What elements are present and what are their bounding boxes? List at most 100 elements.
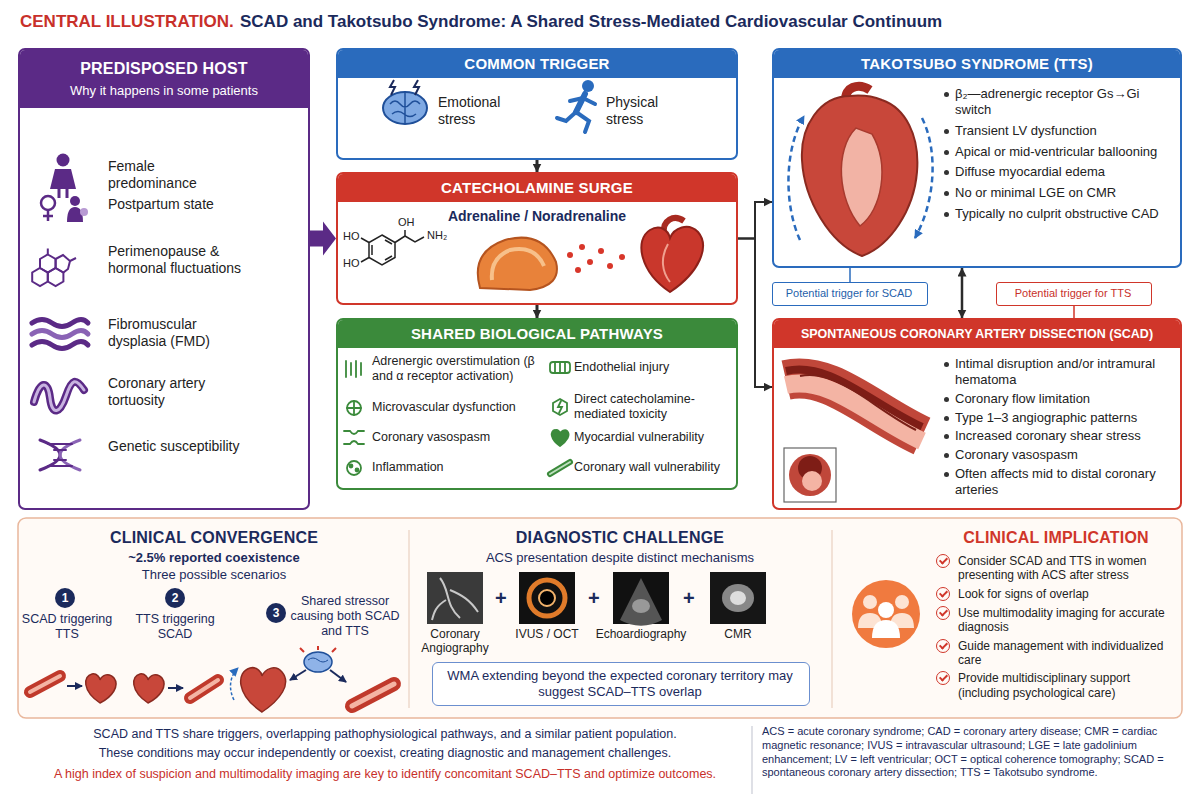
care-team-icon [852, 580, 920, 648]
panel-heading: DIAGNOSTIC CHALLENGE [412, 528, 828, 547]
text-group: ~2.5% reported coexistence [22, 550, 406, 566]
adrenal-gland [575, 267, 581, 273]
figure-label: CENTRAL ILLUSTRATION. [20, 12, 234, 32]
label-text: Coronary wall vulnerability [574, 460, 734, 475]
text-group: Potential trigger for TTS [997, 287, 1149, 300]
pathway-icon [346, 361, 361, 377]
risk-factor: Female predominance [108, 158, 248, 192]
text-group: CLINICAL CONVERGENCE [22, 528, 406, 547]
takotsubo-heart [915, 118, 933, 238]
adrenal-gland [492, 249, 544, 280]
text-group: CMR [700, 628, 776, 642]
text-group: Potential trigger for SCAD [773, 287, 925, 300]
scenario-drawing [86, 674, 116, 703]
scenario-drawing [190, 680, 218, 698]
pathway-icon [550, 462, 570, 474]
text-group: Genetic susceptibility [108, 438, 246, 455]
text-group: Emotional stress [438, 94, 522, 128]
risk-factor: Perimenopause & hormonal fluctuations [108, 243, 248, 277]
bullet-item: No or minimal LGE on CMR [942, 185, 1176, 201]
dissected-artery [802, 471, 822, 491]
bullet-item: Intimal disruption and/or intramural hem… [942, 356, 1176, 388]
implication-section: CLINICAL IMPLICATIONConsider SCAD and TT… [836, 522, 1180, 714]
connector-arrow [849, 268, 851, 282]
label-text: Adrenergic overstimulation (β and α rece… [372, 354, 544, 384]
risk-icon [70, 196, 80, 206]
text-group: β₂—adrenergic receptor Gs→Gi switchTrans… [942, 86, 1176, 222]
pathway-icon [552, 430, 569, 446]
runner-icon [557, 112, 589, 132]
text-group: Physical stress [606, 94, 686, 128]
risk-icon [34, 382, 84, 411]
abbreviation-list: ACS = acute coronary syndrome; CAD = cor… [762, 725, 1178, 780]
label-text: Three possible scenarios [22, 567, 406, 583]
text-group: Why it happens in some patients [20, 83, 308, 99]
imaging-thumbnail [432, 578, 478, 620]
label-text: Coronary Angiography [415, 628, 495, 656]
scenario-drawing [30, 676, 60, 692]
molecule-drawing [369, 235, 395, 265]
runner-icon [557, 80, 595, 132]
figure-title: SCAD and Takotsubo Syndrome: A Shared St… [240, 12, 1185, 32]
label-text: Inflammation [372, 460, 544, 475]
care-team-icon [878, 602, 894, 618]
risk-icon [32, 320, 88, 327]
checklist-item: Look for signs of overlap [936, 587, 1176, 602]
risk-icon [59, 189, 67, 198]
brain-icon [390, 92, 420, 124]
pathway-icon [347, 461, 361, 475]
text-group: Endothelial injury [574, 360, 734, 375]
risk-icon [41, 196, 55, 210]
imaging-thumbnail [722, 584, 754, 612]
scenario-drawing [168, 687, 183, 689]
label-text: Postpartum state [108, 196, 246, 213]
scenario-drawing [352, 684, 394, 706]
connector-arrow [1073, 306, 1075, 318]
label-text: Potential trigger for TTS [997, 287, 1149, 300]
molecule-drawing [361, 230, 424, 265]
risk-icon [32, 249, 76, 287]
label-text: IVUS / OCT [509, 628, 585, 642]
text-group: PREDISPOSED HOST [20, 59, 308, 79]
scenario-drawing [30, 646, 394, 712]
scenario-drawing [241, 668, 286, 712]
adrenal-gland [598, 248, 604, 254]
scenario-drawing [300, 646, 336, 652]
text-group: CLINICAL IMPLICATION [936, 528, 1176, 547]
text-group: SHARED BIOLOGICAL PATHWAYS [338, 325, 736, 344]
text-group: COMMON TRIGGER [338, 55, 736, 74]
header-band [20, 50, 308, 108]
text-group: Three possible scenarios [22, 567, 406, 583]
label-text: Potential trigger for SCAD [773, 287, 925, 300]
connector-arrow [536, 160, 539, 172]
care-team-icon [895, 595, 909, 609]
risk-icon [80, 208, 88, 216]
panel-heading: CLINICAL CONVERGENCE [22, 528, 406, 547]
risk-icon [43, 210, 53, 221]
summary-text: SCAD and TTS share triggers, overlapping… [20, 727, 750, 743]
text-group: IVUS / OCT [509, 628, 585, 642]
text-group: Coronary wall vulnerability [574, 460, 734, 475]
checklist-item: Provide multidisciplinary support (inclu… [936, 671, 1176, 700]
plus-sign: + [588, 588, 600, 608]
text-group: CATECHOLAMINE SURGE [338, 179, 736, 198]
text-group: SCAD triggering TTS [21, 612, 113, 642]
pathway-icon [356, 469, 359, 472]
atom-label: HO [343, 257, 360, 269]
label-text: Myocardial vulnerability [574, 430, 734, 445]
heart-drawing [641, 227, 703, 292]
pathway-icon [558, 401, 562, 413]
risk-icon [32, 154, 88, 471]
checklist-item: Use multimodality imaging for accurate d… [936, 606, 1176, 635]
molecule-drawing [395, 230, 424, 243]
surge-box: CATECHOLAMINE SURGEAdrenaline / Noradren… [336, 172, 738, 305]
brain-icon [383, 92, 427, 124]
panel-heading: CLINICAL IMPLICATION [936, 528, 1176, 547]
text-group: Intimal disruption and/or intramural hem… [942, 356, 1176, 498]
label-text: Physical stress [606, 94, 686, 128]
imaging-thumbnail [730, 591, 746, 605]
text-group: Shared stressor causing both SCAD and TT… [290, 594, 400, 639]
adrenal-gland [478, 238, 557, 290]
bullet-item: Coronary vasospasm [942, 447, 1176, 463]
